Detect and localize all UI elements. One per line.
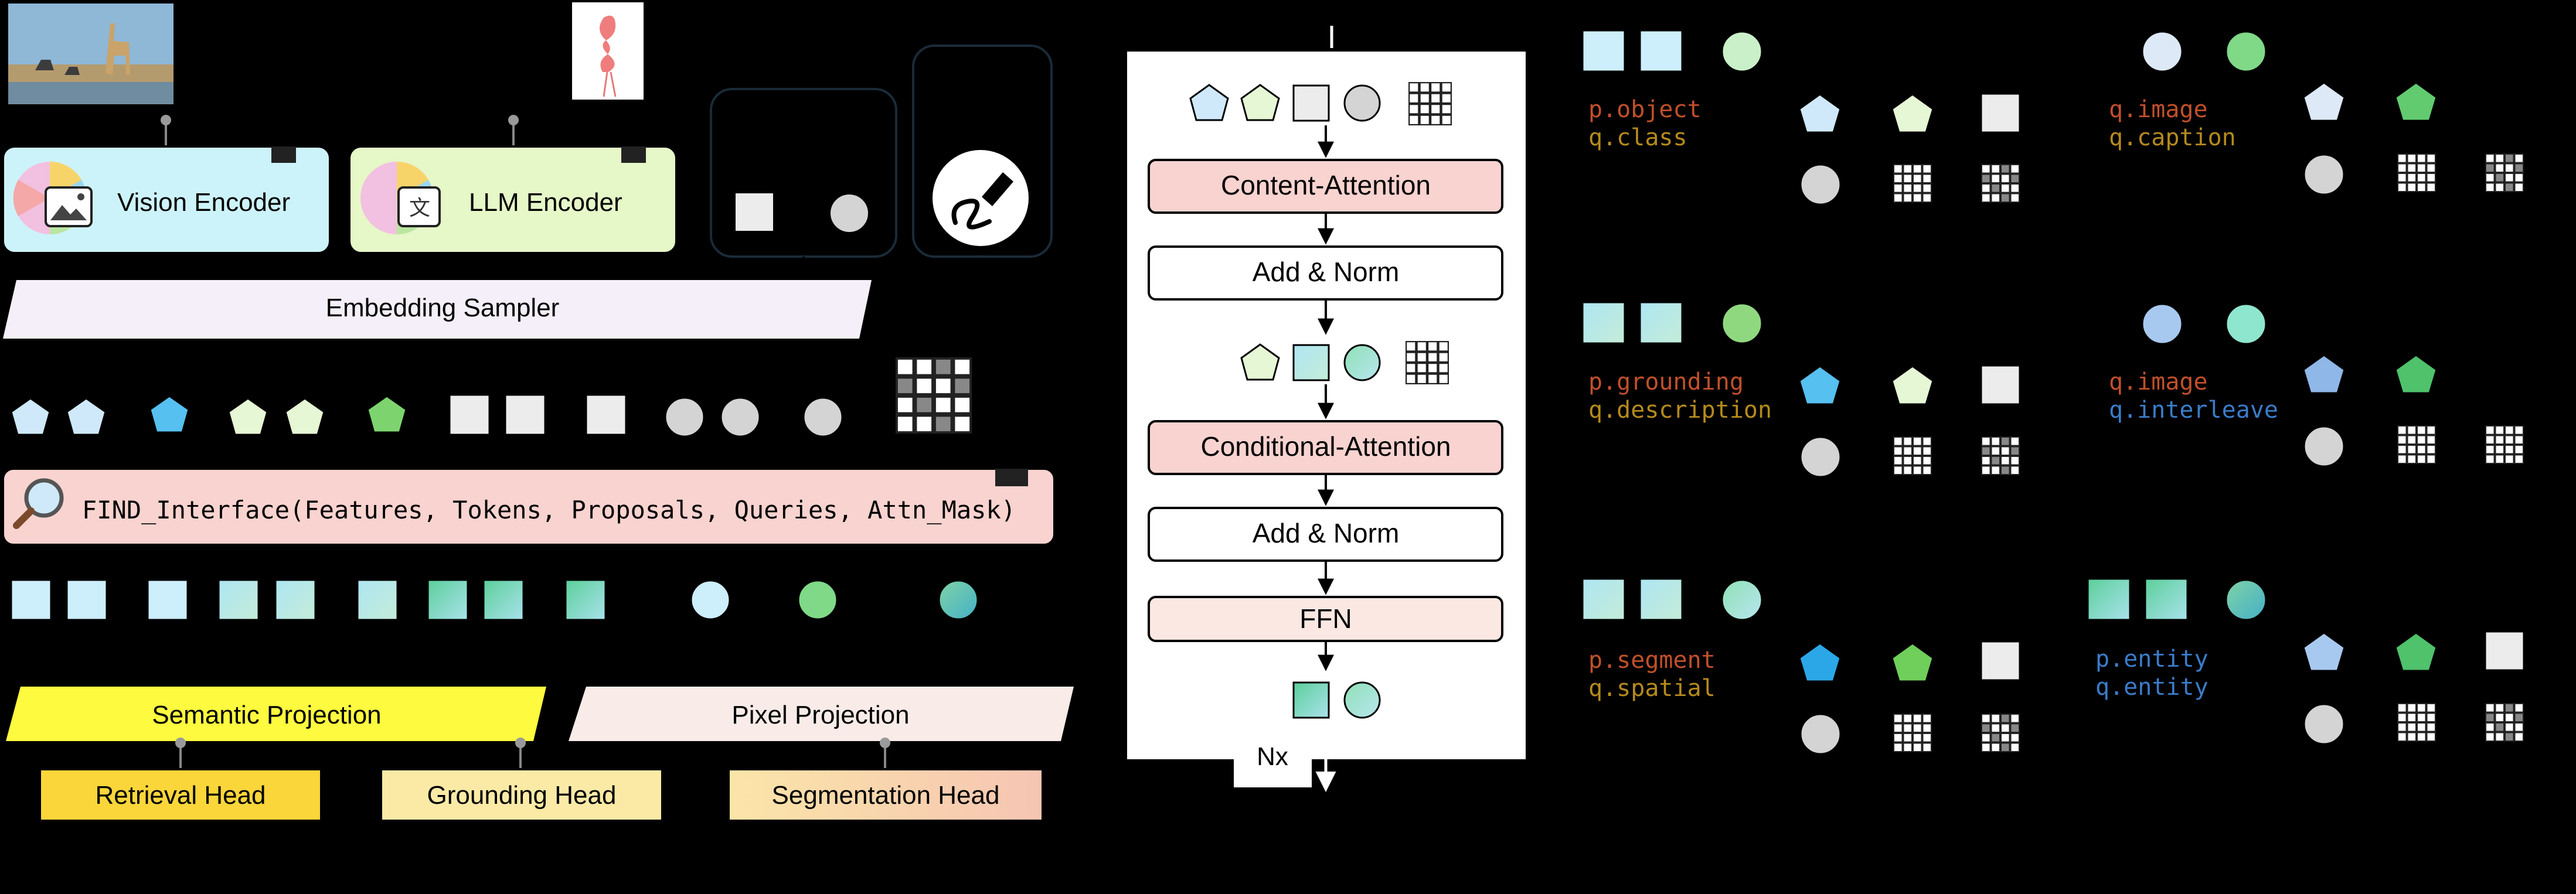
task-q-label: q.spatial xyxy=(1588,675,1716,702)
vision-encoder-label: Vision Encoder xyxy=(117,188,290,217)
grounding-head-label: Grounding Head xyxy=(427,781,617,810)
task-panel-interleave: q.image q.interleave xyxy=(2109,303,2524,468)
scribble-icon xyxy=(933,150,1029,246)
connector-dot xyxy=(508,115,519,125)
task-panel-caption: q.image q.caption xyxy=(2109,30,2524,196)
decoder-block: Content-Attention Add & Norm Conditional… xyxy=(1127,52,1526,759)
attention-mask-grid xyxy=(896,357,972,434)
task-q-label: q.entity xyxy=(2095,674,2209,701)
task-q-label: q.description xyxy=(1588,397,1772,424)
decoder-mid-tokens xyxy=(1240,343,1381,381)
connector-dot xyxy=(161,115,171,125)
semantic-projection-label: Semantic Projection xyxy=(152,701,381,729)
repeat-label: Nx xyxy=(1257,742,1288,771)
proposal-input-box xyxy=(710,88,897,258)
vision-encoder-icon xyxy=(13,161,93,235)
task-p-label: p.object xyxy=(1588,96,1702,123)
decoder-output-tokens xyxy=(1292,681,1381,719)
segmentation-head-label: Segmentation Head xyxy=(772,781,1000,810)
scribble-input-box xyxy=(912,45,1053,258)
token-row xyxy=(10,394,843,438)
decoder-input-tokens xyxy=(1189,84,1381,122)
task-p-label: p.entity xyxy=(2095,646,2209,673)
connector-dot xyxy=(515,738,526,748)
task-panel-segment: p.segment q.spatial xyxy=(1581,578,2021,755)
giraffe-photo xyxy=(8,4,173,104)
repeat-badge xyxy=(1234,735,1312,787)
ffn-label: FFN xyxy=(1299,603,1352,634)
flamingo-photo xyxy=(572,2,644,100)
llm-encoder-icon: 文 xyxy=(360,161,441,235)
add-norm-label-1: Add & Norm xyxy=(1253,257,1400,287)
add-norm-label-2: Add & Norm xyxy=(1253,518,1400,548)
retrieval-head-label: Retrieval Head xyxy=(95,781,266,810)
find-interface: FIND_Interface(Features, Tokens, Proposa… xyxy=(2,468,1056,546)
retrieval-head: Retrieval Head xyxy=(39,768,322,822)
task-q-label: q.caption xyxy=(2109,124,2236,151)
task-p-label: q.image xyxy=(2109,96,2208,123)
magnifier-icon xyxy=(13,478,64,529)
svg-text:文: 文 xyxy=(409,196,430,220)
pixel-projection-label: Pixel Projection xyxy=(731,701,909,729)
task-panel-object: p.object q.class xyxy=(1581,29,2021,206)
vision-encoder-block: Vision Encoder xyxy=(2,145,331,254)
grounding-head: Grounding Head xyxy=(380,768,663,822)
connector-dot xyxy=(175,738,186,748)
pixel-projection: Pixel Projection xyxy=(569,687,1074,741)
embedding-sampler-label: Embedding Sampler xyxy=(326,294,560,322)
output-token-row xyxy=(10,579,979,621)
task-p-label: q.image xyxy=(2109,368,2208,395)
llm-encoder-block: 文 LLM Encoder xyxy=(348,145,678,254)
content-attention-label: Content-Attention xyxy=(1221,170,1431,200)
task-panel-entity: p.entity q.entity xyxy=(2087,578,2525,745)
connector-dot xyxy=(880,738,890,748)
find-interface-call: FIND_Interface(Features, Tokens, Proposa… xyxy=(82,496,1016,524)
segmentation-head: Segmentation Head xyxy=(727,768,1044,822)
llm-encoder-label: LLM Encoder xyxy=(469,188,622,217)
task-q-label: q.class xyxy=(1588,124,1687,151)
task-q-label: q.interleave xyxy=(2109,397,2278,424)
task-p-label: p.segment xyxy=(1588,647,1716,674)
conditional-attention-label: Conditional-Attention xyxy=(1200,431,1451,462)
task-panel-grounding: p.grounding q.description xyxy=(1581,301,2021,478)
task-p-label: p.grounding xyxy=(1588,368,1744,395)
embedding-sampler: Embedding Sampler xyxy=(3,280,872,339)
semantic-projection: Semantic Projection xyxy=(6,687,546,741)
